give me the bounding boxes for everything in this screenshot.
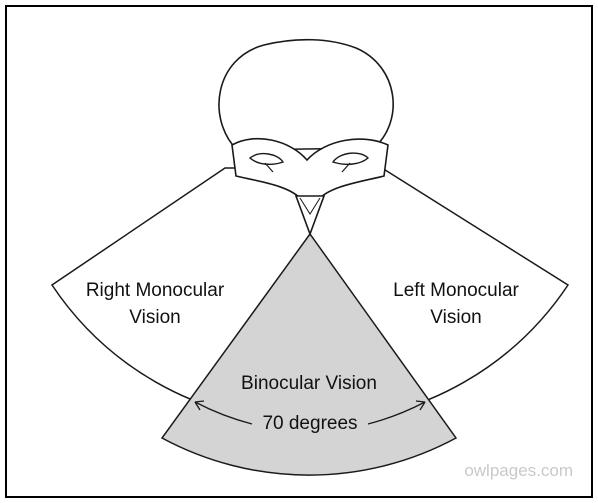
right-monocular-label-line2: Vision	[129, 307, 180, 328]
right-monocular-label-line1: Right Monocular	[86, 280, 225, 301]
watermark: owlpages.com	[464, 461, 573, 480]
angle-label: 70 degrees	[262, 413, 357, 434]
left-monocular-label-line1: Left Monocular	[393, 280, 519, 301]
left-monocular-label-line2: Vision	[430, 307, 481, 328]
binocular-label: Binocular Vision	[241, 373, 377, 394]
